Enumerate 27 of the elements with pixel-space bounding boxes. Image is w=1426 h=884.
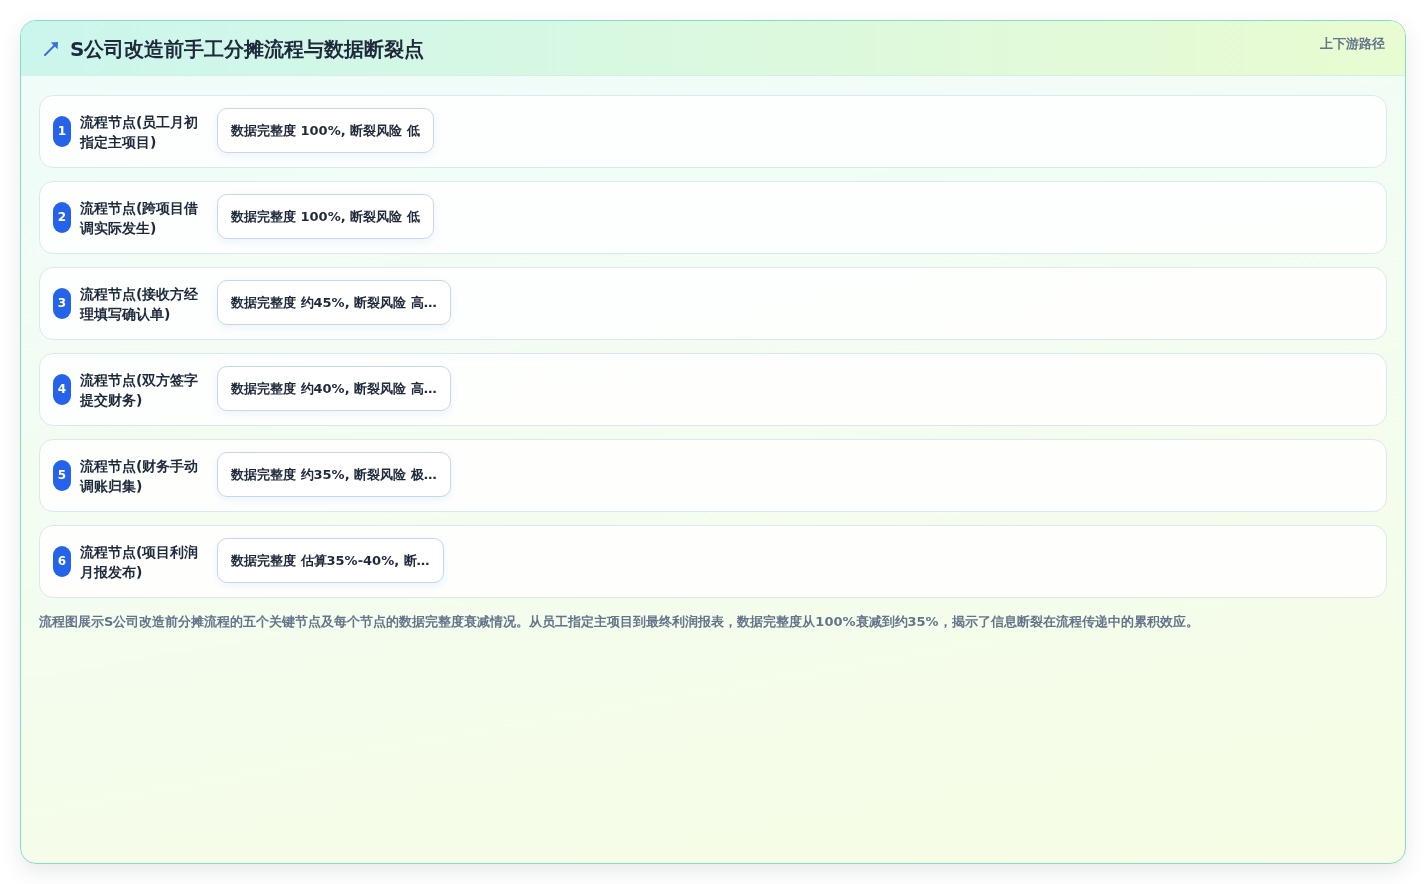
step-number-badge: 4 <box>53 374 71 405</box>
step-title: 流程节点(双方签字提交财务) <box>80 370 200 410</box>
step-number-badge: 5 <box>53 460 71 491</box>
step-number-badge: 6 <box>53 546 71 577</box>
metric-chip: 数据完整度 估算35%-40%, 断… <box>217 538 444 583</box>
process-row <box>39 267 1387 340</box>
metric-chip: 数据完整度 约35%, 断裂风险 极… <box>217 452 451 497</box>
metric-chip: 数据完整度 约45%, 断裂风险 高… <box>217 280 451 325</box>
metric-chip: 数据完整度 100%, 断裂风险 低 <box>217 108 434 153</box>
metric-chip: 数据完整度 100%, 断裂风险 低 <box>217 194 434 239</box>
process-row <box>39 525 1387 598</box>
step-number-badge: 1 <box>53 116 71 147</box>
metric-chip: 数据完整度 约40%, 断裂风险 高… <box>217 366 451 411</box>
step-title: 流程节点(项目利润月报发布) <box>80 542 200 582</box>
process-row <box>39 181 1387 254</box>
process-row <box>39 95 1387 168</box>
step-number-badge: 3 <box>53 288 71 319</box>
step-title: 流程节点(跨项目借调实际发生) <box>80 198 200 238</box>
header-label: 上下游路径 <box>1320 35 1385 53</box>
process-row <box>39 439 1387 512</box>
process-row <box>39 353 1387 426</box>
step-title: 流程节点(财务手动调账归集) <box>80 456 200 496</box>
caption: 流程图展示S公司改造前分摊流程的五个关键节点及每个节点的数据完整度衰减情况。从员工指定主项目到最终利润报表，数据完整度从100%衰减到约35%，揭示了信息断裂在流程传递中的累积效应。 <box>39 613 1199 631</box>
diagram-title: S公司改造前手工分摊流程与数据断裂点 <box>70 36 425 62</box>
step-number-badge: 2 <box>53 202 71 233</box>
step-title: 流程节点(接收方经理填写确认单) <box>80 284 200 324</box>
step-title: 流程节点(员工月初指定主项目) <box>80 112 200 152</box>
